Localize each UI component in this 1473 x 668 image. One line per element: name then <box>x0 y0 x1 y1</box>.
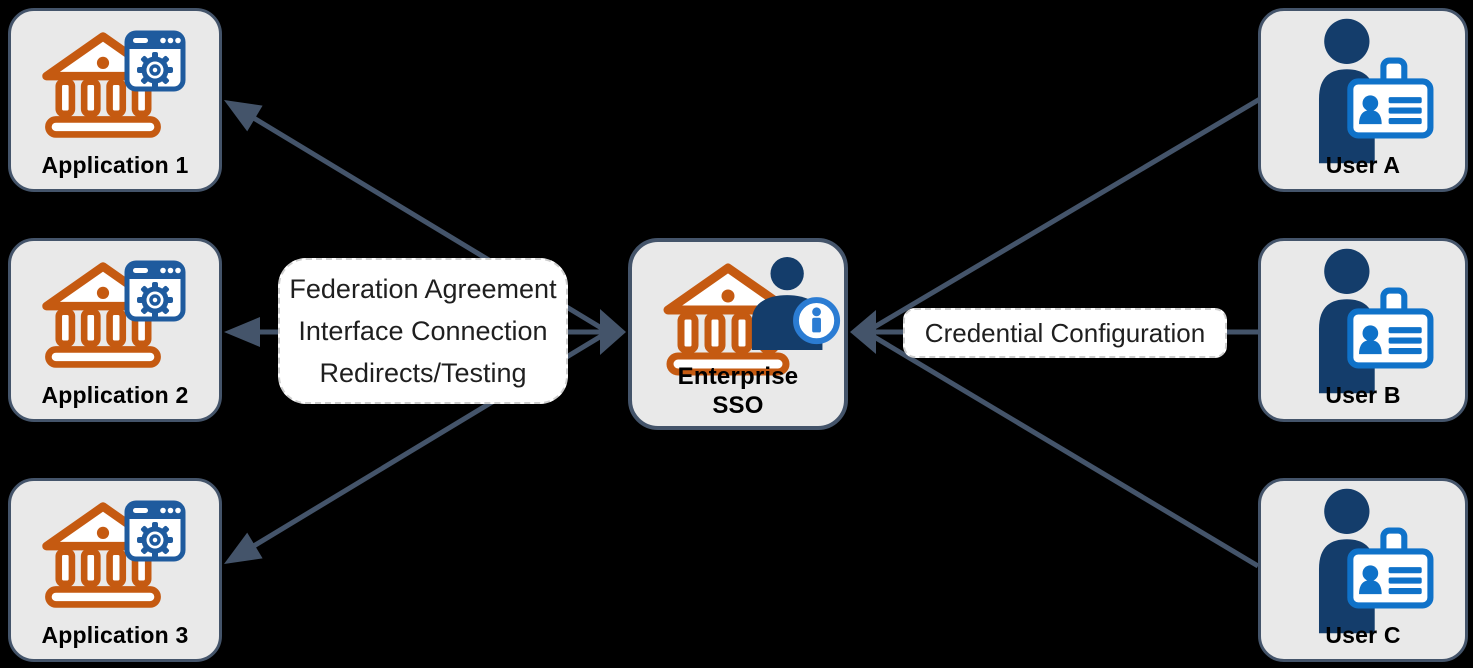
user-c-node: User C <box>1258 478 1468 662</box>
person-id-card-icon <box>1296 247 1436 395</box>
federation-connector-label: Federation Agreement Interface Connectio… <box>278 258 568 404</box>
person-info-icon <box>746 254 844 352</box>
enterprise-sso-label-line2: SSO <box>712 392 764 419</box>
arrowhead-into-sso-left <box>600 309 626 355</box>
credential-label-text: Credential Configuration <box>924 317 1206 348</box>
arrow-userA-to-sso <box>864 96 1262 335</box>
person-id-card-icon <box>1296 487 1436 635</box>
arrowhead-app3 <box>224 532 263 564</box>
person-id-card-icon <box>1296 17 1436 165</box>
enterprise-sso-node: Enterprise SSO <box>628 238 848 430</box>
user-a-node: User A <box>1258 8 1468 192</box>
application-3-label: Application 3 <box>41 622 189 648</box>
user-c-label: User C <box>1325 622 1401 648</box>
application-1-label: Application 1 <box>41 152 189 178</box>
arrow-userC-to-sso <box>864 329 1260 569</box>
application-2-label: Application 2 <box>41 382 189 408</box>
enterprise-sso-label-line1: Enterprise <box>677 363 799 390</box>
credential-connector-label: Credential Configuration <box>903 308 1227 358</box>
federation-label-line1: Federation Agreement <box>289 274 557 304</box>
application-1-node: Application 1 <box>8 8 222 192</box>
user-b-node: User B <box>1258 238 1468 422</box>
user-a-label: User A <box>1325 152 1401 178</box>
user-b-label: User B <box>1325 382 1401 408</box>
browser-gear-icon <box>123 499 187 563</box>
browser-gear-icon <box>123 259 187 323</box>
federation-label-line3: Redirects/Testing <box>319 358 527 388</box>
arrowhead-into-sso-right <box>850 310 876 354</box>
arrowhead-app1 <box>224 100 263 132</box>
enterprise-sso-label: Enterprise SSO <box>632 362 844 420</box>
arrowhead-app2 <box>224 317 260 347</box>
application-2-node: Application 2 <box>8 238 222 422</box>
browser-gear-icon <box>123 29 187 93</box>
federation-label-line2: Interface Connection <box>298 316 548 346</box>
application-3-node: Application 3 <box>8 478 222 662</box>
